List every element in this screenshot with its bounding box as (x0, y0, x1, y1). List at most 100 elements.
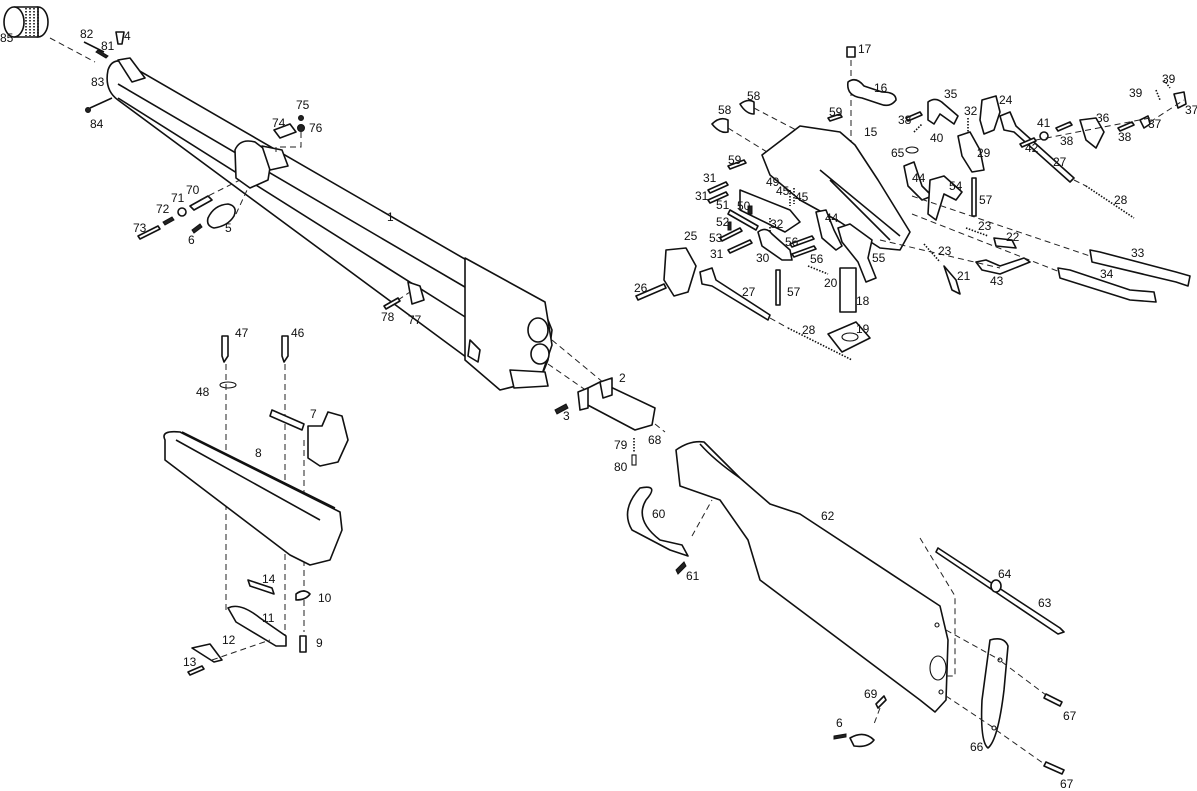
part-label-61: 61 (686, 569, 700, 583)
part-label-20: 20 (824, 276, 838, 290)
part-label-57: 57 (979, 193, 993, 207)
part-label-5: 5 (225, 221, 232, 235)
part-label-76: 76 (309, 121, 323, 135)
part-label-65: 65 (891, 146, 905, 160)
part-label-13: 13 (183, 655, 197, 669)
part-label-34: 34 (1100, 267, 1114, 281)
part-label-31: 31 (703, 171, 717, 185)
part-labels: 85 82 81 4 83 84 75 74 76 1 70 71 72 73 … (0, 27, 1197, 791)
part-label-77: 77 (408, 313, 422, 327)
part-label-45: 45 (795, 190, 809, 204)
muzzle-cap (3, 6, 49, 38)
part-label-17: 17 (858, 42, 872, 56)
part-label-78: 78 (381, 310, 395, 324)
part-label-62: 62 (821, 509, 835, 523)
part-label-37: 37 (1148, 117, 1162, 131)
part-label-23: 23 (978, 219, 992, 233)
part-label-14: 14 (262, 572, 276, 586)
part-label-37: 37 (1185, 103, 1197, 117)
part-label-31: 31 (710, 247, 724, 261)
pin-84 (89, 97, 113, 109)
part-label-57: 57 (787, 285, 801, 299)
part-label-83: 83 (91, 75, 105, 89)
part-label-45: 45 (776, 184, 790, 198)
part-label-38: 38 (1118, 130, 1132, 144)
part-label-18: 18 (856, 294, 870, 308)
pin-78 (383, 297, 401, 310)
part-label-32: 32 (964, 104, 978, 118)
part-label-27: 27 (742, 285, 756, 299)
part-label-85: 85 (0, 31, 14, 45)
part-label-67: 67 (1063, 709, 1077, 723)
part-label-69: 69 (864, 687, 878, 701)
front-sight-screw (115, 31, 125, 45)
part-label-84: 84 (90, 117, 104, 131)
part-label-35: 35 (944, 87, 958, 101)
part-label-3: 3 (563, 409, 570, 423)
part-label-60: 60 (652, 507, 666, 521)
front-slide-assembly (547, 339, 666, 466)
part-label-51: 51 (716, 198, 730, 212)
part-label-63: 63 (1038, 596, 1052, 610)
part-label-66: 66 (970, 740, 984, 754)
part-label-4: 4 (124, 29, 131, 43)
part-label-12: 12 (222, 633, 236, 647)
part-label-82: 82 (80, 27, 94, 41)
part-label-72: 72 (156, 202, 170, 216)
part-label-67: 67 (1060, 777, 1074, 791)
part-label-27: 27 (1053, 155, 1067, 169)
part-label-31: 31 (695, 189, 709, 203)
part-label-28: 28 (1114, 193, 1128, 207)
screw-6 (191, 223, 203, 234)
part-label-39: 39 (1162, 72, 1176, 86)
screw-73 (137, 225, 161, 240)
part-label-43: 43 (990, 274, 1004, 288)
rear-sight-block (273, 123, 297, 139)
part-label-46: 46 (291, 326, 305, 340)
nut-71 (177, 207, 187, 217)
part-label-28: 28 (802, 323, 816, 337)
part-label-80: 80 (614, 460, 628, 474)
part-label-73: 73 (133, 221, 147, 235)
part-label-1: 1 (387, 210, 394, 224)
part-label-49: 49 (766, 175, 780, 189)
part-label-30: 30 (756, 251, 770, 265)
part-label-10: 10 (318, 591, 332, 605)
part-label-75: 75 (296, 98, 310, 112)
part-label-23: 23 (938, 244, 952, 258)
part-label-25: 25 (684, 229, 698, 243)
part-label-6: 6 (836, 716, 843, 730)
barrel-receiver (106, 57, 553, 391)
barrel-assembly (3, 6, 553, 391)
part-label-21: 21 (957, 269, 971, 283)
part-label-32: 32 (770, 217, 784, 231)
part-label-36: 36 (1096, 111, 1110, 125)
part-label-59: 59 (829, 105, 843, 119)
part-label-22: 22 (1006, 230, 1020, 244)
spring-72 (162, 216, 175, 226)
stock-assembly (626, 440, 1065, 775)
part-label-54: 54 (949, 179, 963, 193)
part-label-47: 47 (235, 326, 249, 340)
part-label-44: 44 (912, 171, 926, 185)
part-label-44: 44 (825, 211, 839, 225)
part-label-40: 40 (930, 131, 944, 145)
part-label-58: 58 (718, 103, 732, 117)
part-label-56: 56 (785, 235, 799, 249)
part-label-81: 81 (101, 39, 115, 53)
part-label-74: 74 (272, 116, 286, 130)
part-label-79: 79 (614, 438, 628, 452)
part-label-52: 52 (716, 215, 730, 229)
part-label-8: 8 (255, 446, 262, 460)
part-label-68: 68 (648, 433, 662, 447)
part-label-24: 24 (999, 93, 1013, 107)
handguard-assembly (163, 335, 349, 676)
part-label-55: 55 (872, 251, 886, 265)
part-label-38: 38 (1060, 134, 1074, 148)
part-label-64: 64 (998, 567, 1012, 581)
part-label-50: 50 (737, 199, 751, 213)
pin-82 (83, 41, 105, 53)
part-label-19: 19 (856, 322, 870, 336)
part-label-38: 38 (898, 113, 912, 127)
